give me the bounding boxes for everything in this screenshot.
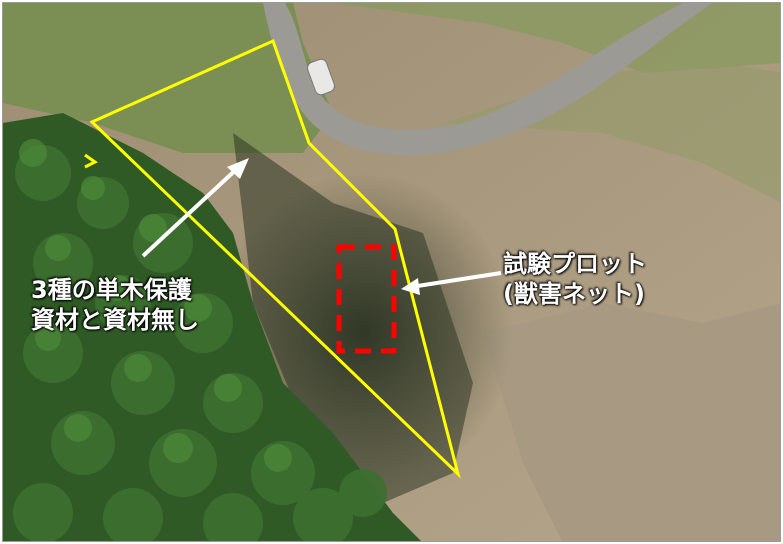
shadow-area (233, 133, 473, 503)
test-plot-box (336, 244, 397, 354)
parked-car (306, 58, 336, 96)
label-line-2: (獣害ネット) (503, 280, 645, 308)
study-area-outline (89, 38, 461, 479)
arrow-to-plot-icon (401, 271, 502, 295)
bare-ground (483, 303, 780, 541)
protection-materials-label: 3種の単木保護 資材と資材無し (31, 275, 199, 335)
label-line-2: 資材と資材無し (31, 306, 199, 334)
aerial-photo-scene (3, 3, 780, 541)
grass-area (3, 3, 333, 153)
gravel-road (263, 3, 713, 156)
test-plot-label: 試験プロット (獣害ネット) (503, 249, 647, 309)
tree-crowns (13, 145, 387, 541)
tree-highlights (19, 139, 292, 472)
yellow-tick-mark (84, 153, 98, 169)
label-line-1: 3種の単木保護 (31, 276, 192, 304)
arrow-to-outline-icon (141, 158, 249, 258)
label-line-1: 試験プロット (503, 250, 647, 278)
